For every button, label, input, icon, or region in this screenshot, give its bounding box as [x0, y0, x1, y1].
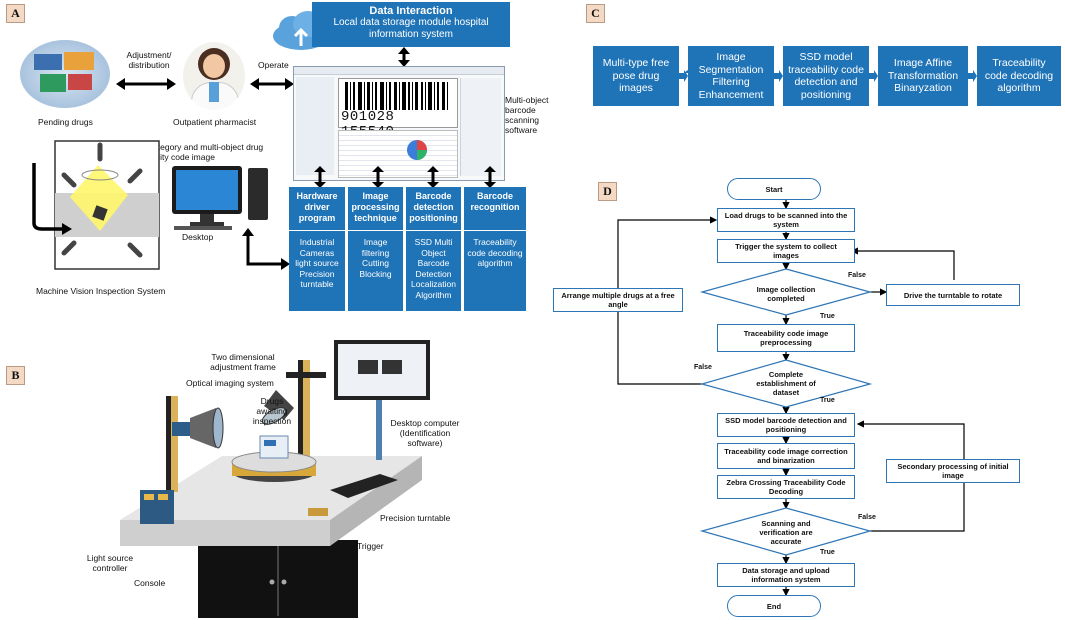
- module-hardware: Hardware driver program Industrial Camer…: [289, 187, 345, 311]
- flow-collection-completed: Image collection completed: [756, 285, 816, 303]
- flow-arrange: Arrange multiple drugs at a free angle: [553, 288, 683, 312]
- label-false-2: False: [694, 364, 712, 371]
- operate-label: Operate: [258, 60, 289, 70]
- label-true-1: True: [820, 313, 835, 320]
- barcode-digits-left: 901028: [341, 109, 395, 125]
- adjustment-label: Adjustment/ distribution: [126, 50, 172, 70]
- flow-end: End: [727, 595, 821, 617]
- double-arrow-icon: [116, 78, 176, 90]
- panel-label-b: B: [6, 366, 25, 385]
- data-interaction-title: Data Interaction: [369, 5, 453, 17]
- module-barcode-recognition-body: Traceability code decoding algorithm: [467, 237, 523, 268]
- data-interaction-body: Local data storage module hospital infor…: [333, 17, 489, 40]
- pending-drugs-image: [20, 40, 110, 108]
- drugs-awaiting-label: Drugs awaiting inspection: [252, 396, 292, 426]
- pipeline-step-5: Traceability code decoding algorithm: [977, 46, 1061, 106]
- double-arrow-icon: [250, 78, 294, 90]
- pending-drugs-label: Pending drugs: [38, 117, 93, 127]
- module-image-processing-body: Image filtering Cutting Blocking: [359, 237, 392, 279]
- module-barcode-recognition: Barcode recognition Traceability code de…: [464, 187, 526, 311]
- panel-label-d: D: [598, 182, 617, 201]
- light-source-label: Light source controller: [86, 553, 134, 573]
- module-hardware-body: Industrial Cameras light source Precisio…: [295, 237, 339, 289]
- pipeline-step-3: SSD model traceability code detection an…: [783, 46, 869, 106]
- flow-zebra: Zebra Crossing Traceability Code Decodin…: [717, 475, 855, 499]
- module-barcode-detection: Barcode detection positioning SSD Multi …: [406, 187, 461, 311]
- label-false-3: False: [858, 514, 876, 521]
- data-interaction-box: Data Interaction Local data storage modu…: [312, 2, 510, 47]
- pipeline-arrows: [679, 70, 977, 82]
- flow-start: Start: [727, 178, 821, 200]
- optical-imaging-label: Optical imaging system: [186, 378, 274, 388]
- flow-storage: Data storage and upload information syst…: [717, 563, 855, 587]
- vertical-double-arrow-icon: [398, 47, 410, 67]
- pipeline-step-2: Image Segmentation Filtering Enhancement: [688, 46, 774, 106]
- flow-preprocessing: Traceability code image preprocessing: [717, 324, 855, 352]
- pipeline-step-4: Image Affine Transformation Binaryzation: [878, 46, 968, 106]
- module-arrows: [314, 166, 496, 188]
- mvis-label: Machine Vision Inspection System: [36, 286, 166, 296]
- image-caption-label: Multi-category and multi-object drug tra…: [128, 142, 264, 162]
- pipeline-step-1: Multi-type free pose drug images: [593, 46, 679, 106]
- flow-correction: Traceability code image correction and b…: [717, 443, 855, 469]
- machine-vision-drawing: [32, 140, 160, 270]
- flow-ssd: SSD model barcode detection and position…: [717, 413, 855, 437]
- barcode-graphic: [345, 82, 448, 110]
- module-image-processing-title: Image processing technique: [348, 187, 403, 231]
- flow-load-drugs: Load drugs to be scanned into the system: [717, 208, 855, 232]
- console-label: Console: [134, 578, 166, 588]
- connector-arrow-icon: [242, 228, 290, 270]
- desktop-computer-icon: [172, 166, 268, 230]
- scanning-software-window: 901028 155540: [293, 66, 505, 181]
- hardware-setup-drawing: [120, 340, 430, 618]
- desktop-computer-label: Desktop computer (Identification softwar…: [390, 418, 460, 448]
- module-barcode-detection-body: SSD Multi Object Barcode Detection Local…: [411, 237, 456, 300]
- flow-secondary: Secondary processing of initial image: [886, 459, 1020, 483]
- trigger-label: Trigger: [357, 541, 384, 551]
- flow-verification: Scanning and verification are accurate: [759, 519, 813, 546]
- module-barcode-detection-title: Barcode detection positioning: [406, 187, 461, 231]
- module-image-processing: Image processing technique Image filteri…: [348, 187, 403, 311]
- label-true-3: True: [820, 549, 835, 556]
- flow-complete-dataset: Complete establishment of dataset: [756, 370, 816, 397]
- two-dim-frame-label: Two dimensional adjustment frame: [210, 352, 276, 372]
- pharmacist-label: Outpatient pharmacist: [173, 117, 257, 127]
- panel-label-c: C: [586, 4, 605, 23]
- multi-object-label: Multi-object barcode scanning software: [505, 95, 549, 135]
- module-hardware-title: Hardware driver program: [289, 187, 345, 231]
- module-barcode-recognition-title: Barcode recognition: [464, 187, 526, 231]
- pie-chart-icon: [407, 140, 427, 160]
- flowchart-connectors: [617, 200, 965, 597]
- pharmacist-avatar: [183, 42, 245, 110]
- panel-label-a: A: [6, 4, 25, 23]
- flow-rotate: Drive the turntable to rotate: [886, 284, 1020, 306]
- flow-trigger: Trigger the system to collect images: [717, 239, 855, 263]
- label-true-2: True: [820, 397, 835, 404]
- precision-turntable-label: Precision turntable: [380, 513, 451, 523]
- label-false-1: False: [848, 272, 866, 279]
- desktop-label: Desktop: [182, 232, 214, 242]
